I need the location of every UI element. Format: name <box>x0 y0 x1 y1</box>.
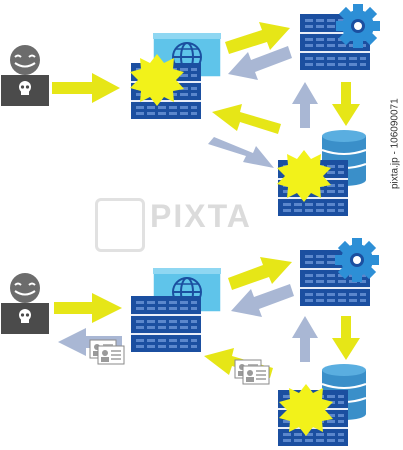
database-compromised <box>278 363 367 446</box>
arrow-down-icon <box>332 316 360 360</box>
stolen-data-right <box>234 359 270 385</box>
database-compromised <box>277 129 367 216</box>
arrow-left-icon <box>212 104 281 134</box>
hacker-icon <box>0 44 50 107</box>
id-card-icon <box>242 365 270 385</box>
arrow-down-icon <box>332 82 360 126</box>
top-scenario <box>0 4 380 216</box>
arrow-left-icon <box>231 284 294 317</box>
watermark-text: PIXTA <box>150 198 252 234</box>
arrow-right-icon <box>52 73 120 103</box>
web-server-compromised <box>130 32 222 119</box>
hacker-icon <box>0 272 50 335</box>
arrow-right-icon <box>54 293 122 323</box>
bottom-scenario <box>0 238 379 446</box>
image-credit: pixta.jp - 106090071 <box>389 98 401 189</box>
arrow-right-icon <box>208 137 274 168</box>
app-server <box>300 4 380 70</box>
gear-icon <box>335 238 379 282</box>
arrow-right-icon <box>228 257 292 290</box>
app-server <box>300 238 379 306</box>
server-icon <box>131 296 201 352</box>
arrow-left-icon <box>228 46 292 80</box>
arrow-right-icon <box>225 22 290 54</box>
arrow-up-icon <box>292 82 318 128</box>
web-server <box>131 267 222 352</box>
watermark-logo-icon <box>95 198 145 252</box>
gear-icon <box>336 4 380 48</box>
arrow-up-icon <box>292 316 318 362</box>
id-card-icon <box>97 345 125 365</box>
